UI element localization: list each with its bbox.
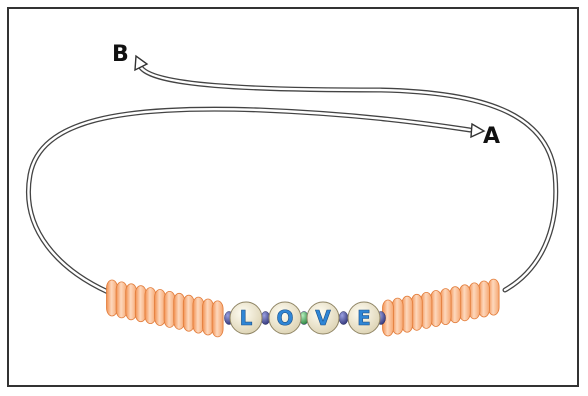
letter-bead-text: E — [357, 306, 371, 330]
label-b: B — [112, 42, 129, 67]
disc-bead — [212, 301, 223, 337]
spacer-bead — [339, 312, 348, 325]
cord-loop-inner — [28, 66, 555, 292]
letter-bead-text: L — [240, 306, 253, 330]
letter-bead-text: V — [315, 306, 331, 330]
letter-bead-text: O — [276, 306, 293, 330]
label-a: A — [483, 124, 500, 149]
